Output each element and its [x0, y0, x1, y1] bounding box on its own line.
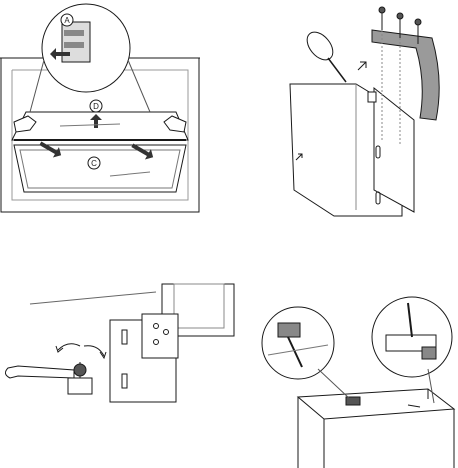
figure-foot-adjustment — [0, 270, 235, 418]
adjustable-foot — [68, 378, 92, 394]
arrow-small — [296, 154, 302, 160]
door-slot-lower — [376, 192, 380, 204]
callout-label-d: D — [93, 102, 99, 111]
screwdriver-icon — [302, 27, 346, 82]
figure-shelf-removal: A D C — [0, 0, 200, 220]
rotate-arrow-right — [84, 346, 104, 356]
cabinet-top — [298, 389, 454, 419]
callout-label-c: C — [91, 159, 97, 168]
hinge-pin — [368, 92, 376, 102]
callout-label-a: A — [64, 16, 70, 25]
figure-door-hinge-removal — [272, 0, 458, 220]
wrench-icon — [5, 364, 86, 378]
figure-top-hinge-detail — [258, 285, 458, 468]
hinge-plate — [142, 314, 178, 358]
detail-circle-left — [262, 307, 334, 379]
hinge-top — [346, 397, 360, 405]
arrow-lift — [358, 62, 366, 70]
